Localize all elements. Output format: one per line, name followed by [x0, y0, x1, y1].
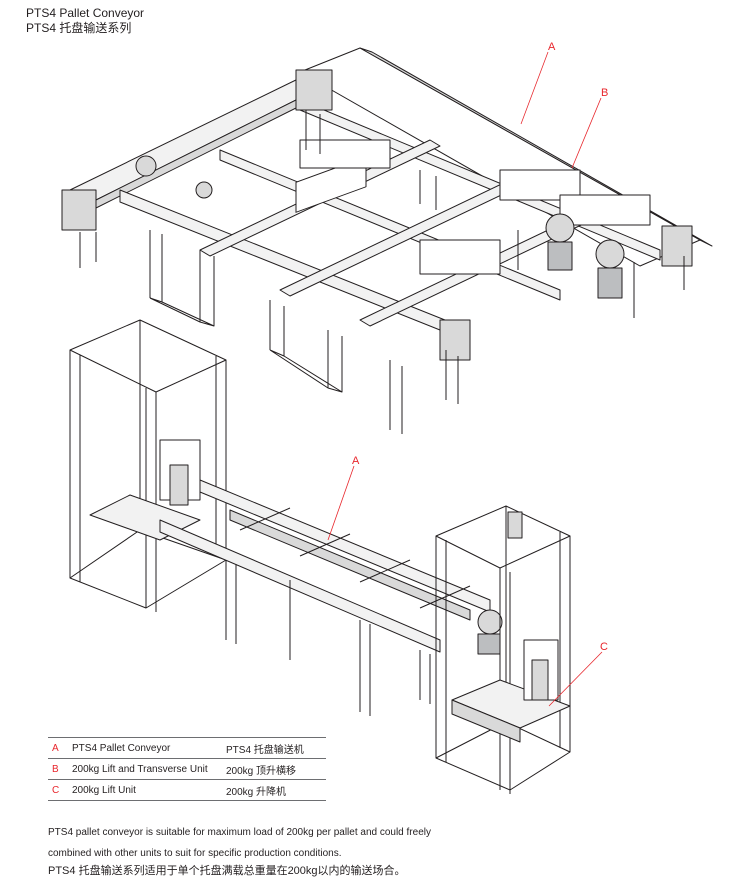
page-title: PTS4 Pallet Conveyor	[26, 6, 145, 20]
legend-key: C	[48, 779, 72, 801]
legend-row: B 200kg Lift and Transverse Unit 200kg 顶…	[48, 758, 326, 780]
bottom-conveyor-illustration	[69, 319, 571, 794]
legend-row: C 200kg Lift Unit 200kg 升降机	[48, 779, 326, 801]
top-conveyor-illustration	[61, 47, 713, 434]
callout-a-top: A	[548, 41, 556, 53]
description-line-3: PTS4 托盘输送系列适用于单个托盘满载总重量在200kg以内的输送场合。	[48, 865, 406, 877]
legend-key: A	[48, 737, 72, 759]
legend-key: B	[48, 758, 72, 780]
description-line-1: PTS4 pallet conveyor is suitable for max…	[48, 827, 431, 838]
legend-label-zh: PTS4 托盘输送机	[222, 737, 326, 759]
legend-label-en: PTS4 Pallet Conveyor	[72, 737, 222, 759]
legend-row: A PTS4 Pallet Conveyor PTS4 托盘输送机	[48, 737, 326, 759]
legend-label-en: 200kg Lift Unit	[72, 779, 222, 801]
legend-label-zh: 200kg 顶升横移	[222, 758, 326, 780]
legend-label-zh: 200kg 升降机	[222, 779, 326, 801]
callout-a-bottom: A	[352, 455, 360, 467]
callout-b-top: B	[601, 87, 608, 99]
callout-c-bottom: C	[600, 641, 608, 653]
page-subtitle: PTS4 托盘输送系列	[26, 21, 132, 35]
legend-label-en: 200kg Lift and Transverse Unit	[72, 758, 222, 780]
description-line-2: combined with other units to suit for sp…	[48, 848, 342, 859]
legend-table: A PTS4 Pallet Conveyor PTS4 托盘输送机 B 200k…	[48, 737, 326, 801]
